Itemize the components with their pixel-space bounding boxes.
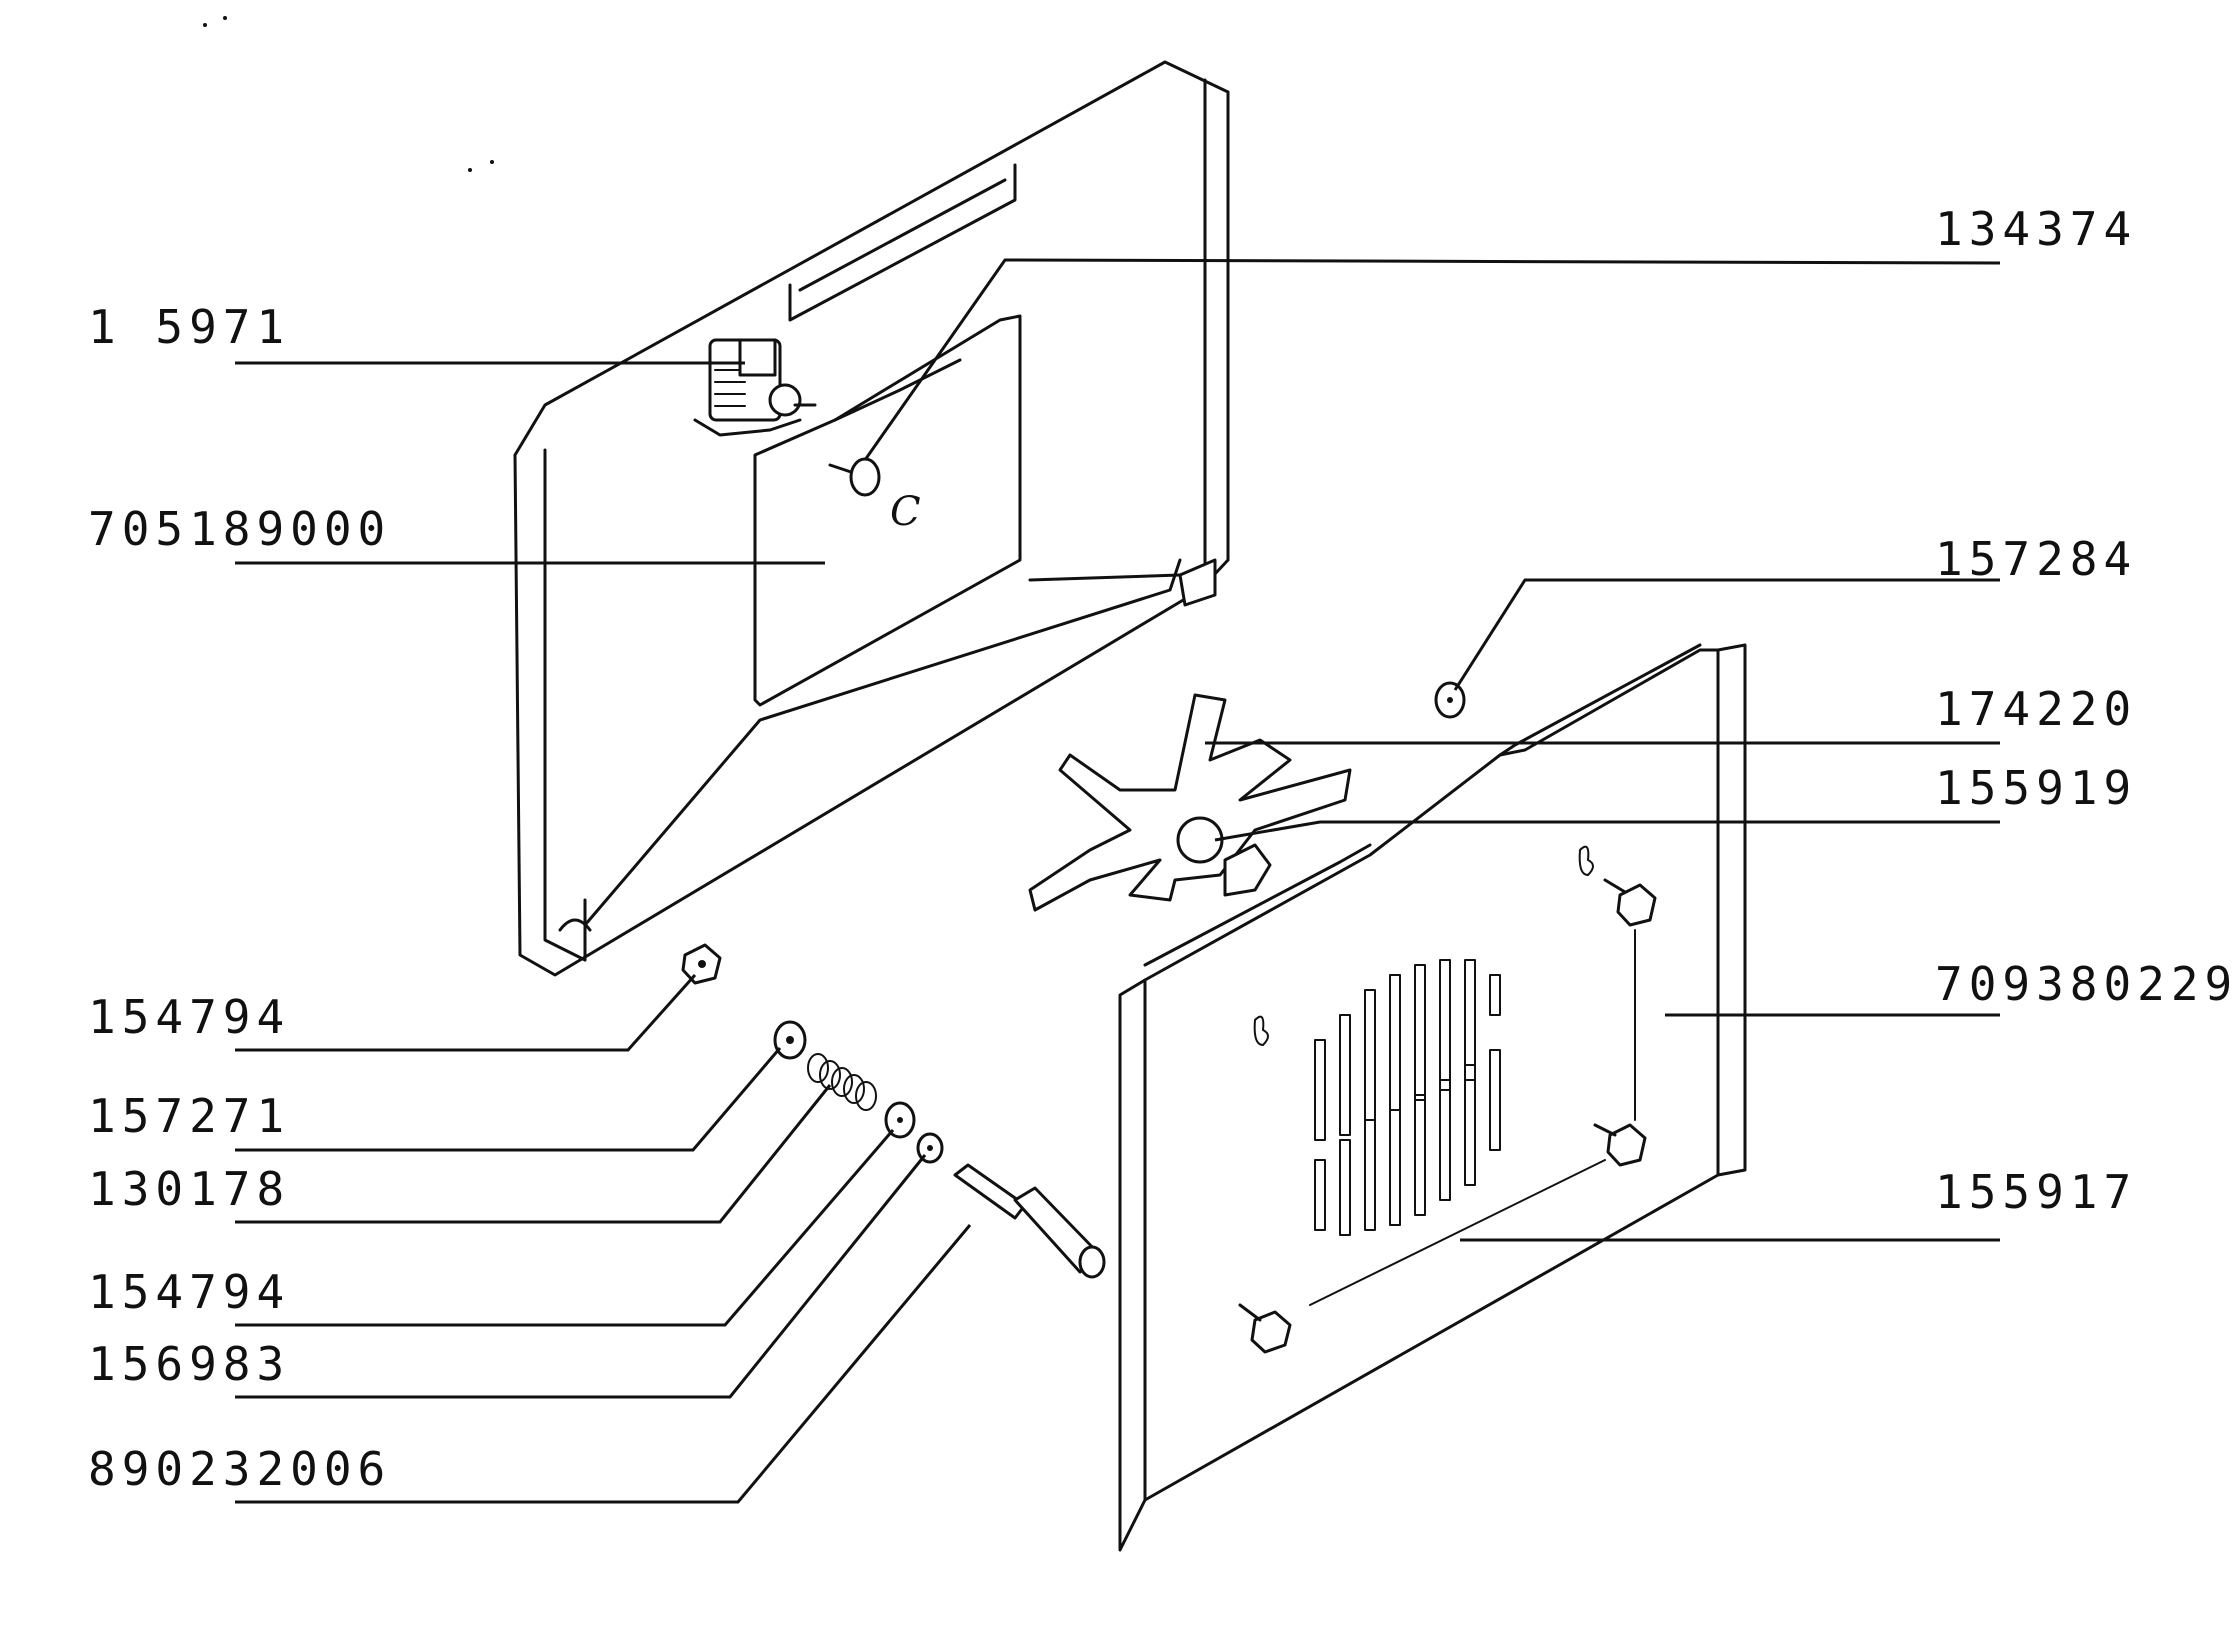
shaft-890232006 xyxy=(953,1163,1106,1279)
front-grille-panel xyxy=(1118,643,1747,1552)
label-155919: 155919 xyxy=(1935,761,2137,815)
leader-lines xyxy=(235,258,2001,1504)
label-705189000: 705189000 xyxy=(88,502,391,556)
washer-157271 xyxy=(773,1020,807,1060)
scan-specks xyxy=(203,16,494,172)
label-154794-nut: 154794 xyxy=(88,990,290,1044)
nut-154794 xyxy=(681,943,722,985)
label-130178: 130178 xyxy=(88,1162,290,1216)
label-154794-washer: 154794 xyxy=(88,1265,290,1319)
hex-bolts xyxy=(1238,878,1657,1354)
washer-157284 xyxy=(1434,681,1466,719)
screw-134374: C xyxy=(828,457,921,535)
part-labels: 134374 1 5971 705189000 157284 174220 15… xyxy=(88,202,2238,1496)
motor-component xyxy=(693,338,817,437)
label-155917: 155917 xyxy=(1935,1165,2137,1219)
label-115971: 1 5971 xyxy=(88,300,290,354)
label-890232006: 890232006 xyxy=(88,1442,391,1496)
svg-text:C: C xyxy=(890,489,921,535)
label-157271: 157271 xyxy=(88,1089,290,1143)
washer-154794 xyxy=(884,1101,916,1139)
spring-130178 xyxy=(807,1053,877,1111)
label-174220: 174220 xyxy=(1935,682,2137,736)
label-134374: 134374 xyxy=(1935,202,2137,256)
vent-slots xyxy=(1314,959,1501,1236)
fan-impeller xyxy=(1028,693,1352,912)
label-709380229: 709380229 xyxy=(1935,957,2238,1011)
rear-panel xyxy=(513,60,1230,977)
label-156983: 156983 xyxy=(88,1337,290,1391)
label-157284: 157284 xyxy=(1935,532,2137,586)
